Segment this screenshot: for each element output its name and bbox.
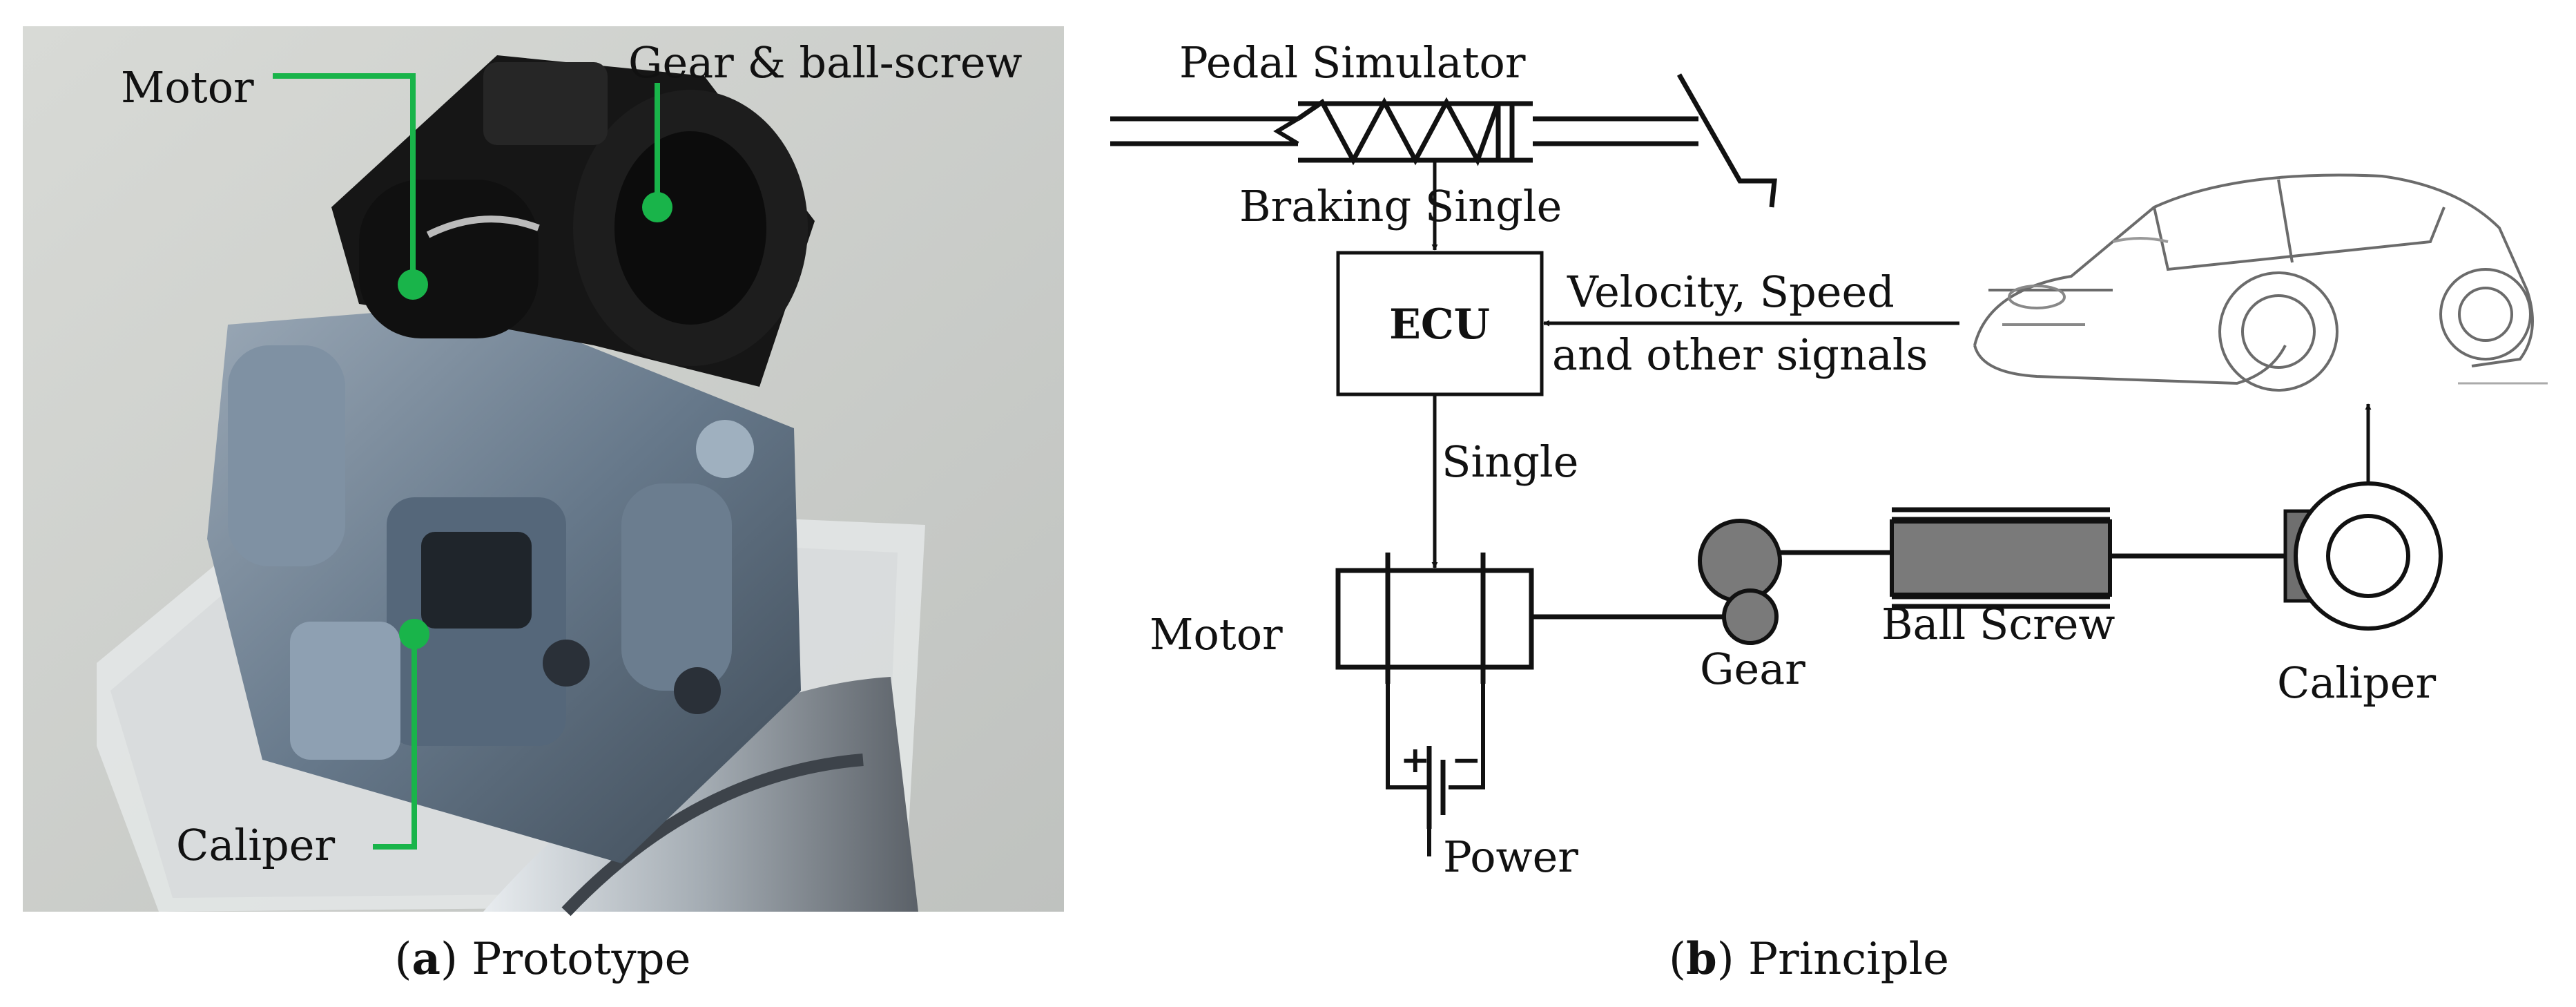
motor-label-b: Motor xyxy=(1150,609,1283,660)
ball-screw-label: Ball Screw xyxy=(1881,599,2115,649)
ball-screw xyxy=(1890,507,2112,609)
single-label: Single xyxy=(1442,437,1578,487)
pedal-simulator xyxy=(1110,73,1777,208)
motor-gearbox xyxy=(331,55,815,387)
vehicle-signals-line1: Velocity, Speed xyxy=(1567,267,1895,317)
pedal-simulator-label: Pedal Simulator xyxy=(1179,37,1526,88)
braking-signal-label: Braking Single xyxy=(1239,181,1562,231)
car-sketch xyxy=(1973,173,2548,392)
prototype-photo: Motor Gear & ball-screw Caliper xyxy=(23,26,1064,917)
gear-marker-dot xyxy=(642,192,672,222)
motor-symbol xyxy=(1335,553,1534,684)
motor-label: Motor xyxy=(121,62,254,113)
caliper-symbol xyxy=(2283,481,2443,631)
caliper-body xyxy=(207,304,801,863)
brake-pedal xyxy=(1676,73,1777,208)
gear-leader xyxy=(642,83,672,222)
caliper-label: Caliper xyxy=(176,820,335,870)
plus-sign: + xyxy=(1400,739,1431,781)
caliper-marker-dot xyxy=(399,619,429,649)
ecu-label: ECU xyxy=(1389,300,1490,349)
power-label: Power xyxy=(1443,832,1578,882)
caliper-label-b: Caliper xyxy=(2277,658,2436,708)
motor-leader xyxy=(273,73,428,300)
caliper-leader xyxy=(373,619,429,850)
caption-a: (a) Prototype xyxy=(395,933,691,985)
motor-marker-dot xyxy=(398,269,428,300)
gear-pair xyxy=(1698,519,1782,645)
spring xyxy=(1297,97,1501,166)
caption-b: (b) Principle xyxy=(1669,933,1949,985)
gear-ball-screw-label: Gear & ball-screw xyxy=(628,37,1023,88)
principle-diagram: Pedal Simulator Braking Single ECU Veloc… xyxy=(1110,37,2548,882)
minus-sign: − xyxy=(1451,739,1482,781)
vehicle-signals-line2: and other signals xyxy=(1552,329,1928,380)
ecu-box xyxy=(1336,251,1544,396)
power-battery xyxy=(1386,684,1485,856)
gear-label-b: Gear xyxy=(1700,644,1805,694)
